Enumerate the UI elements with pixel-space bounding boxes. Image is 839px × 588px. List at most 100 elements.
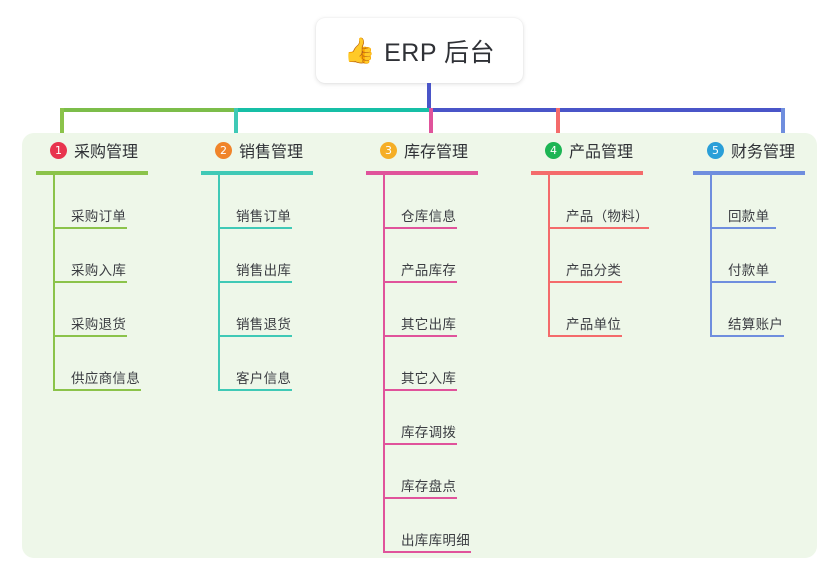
list-item[interactable]: 出库库明细 <box>383 499 516 553</box>
root-node[interactable]: 👍 ERP 后台 <box>316 18 523 83</box>
bus-drop-2 <box>234 108 238 138</box>
column-header-1[interactable]: 1 采购管理 <box>36 133 186 167</box>
list-item[interactable]: 销售订单 <box>218 175 351 229</box>
list-item-rule <box>548 227 649 229</box>
list-item[interactable]: 采购退货 <box>53 283 186 337</box>
list-item-label: 客户信息 <box>236 371 292 386</box>
list-item-rule <box>710 335 784 337</box>
thumbs-up-icon: 👍 <box>343 36 376 65</box>
bus-segment-1 <box>60 108 234 112</box>
column-spine <box>548 175 550 337</box>
list-item-label: 销售退货 <box>236 317 292 332</box>
branch-panel <box>22 133 817 558</box>
list-item-label: 其它出库 <box>401 317 457 332</box>
list-item[interactable]: 产品分类 <box>548 229 681 283</box>
list-item-rule <box>218 227 292 229</box>
list-item-rule <box>383 389 457 391</box>
list-item-rule <box>710 227 776 229</box>
list-item-rule <box>53 335 127 337</box>
list-item-rule <box>548 281 622 283</box>
list-item[interactable]: 其它出库 <box>383 283 516 337</box>
column-badge-icon: 4 <box>545 141 562 159</box>
list-item-label: 其它入库 <box>401 371 457 386</box>
list-item-label: 库存盘点 <box>401 479 457 494</box>
list-item-label: 销售出库 <box>236 263 292 278</box>
list-item-label: 结算账户 <box>728 317 784 332</box>
list-item-rule <box>53 281 127 283</box>
branch-column-2: 2 销售管理销售订单销售出库销售退货客户信息 <box>201 133 351 391</box>
list-item-rule <box>383 335 457 337</box>
branch-column-3: 3 库存管理仓库信息产品库存其它出库其它入库库存调拨库存盘点出库库明细 <box>366 133 516 553</box>
column-title: 销售管理 <box>239 144 304 161</box>
bus-drop-3 <box>429 108 433 138</box>
list-item[interactable]: 结算账户 <box>710 283 821 337</box>
bus-segment-3 <box>429 108 781 112</box>
bus-segment-2 <box>234 108 429 112</box>
column-header-3[interactable]: 3 库存管理 <box>366 133 516 167</box>
list-item[interactable]: 产品单位 <box>548 283 681 337</box>
list-item-label: 产品单位 <box>566 317 622 332</box>
list-item-label: 产品分类 <box>566 263 622 278</box>
list-item[interactable]: 库存调拨 <box>383 391 516 445</box>
column-badge-icon: 5 <box>707 141 724 159</box>
column-item-list: 销售订单销售出库销售退货客户信息 <box>218 175 351 391</box>
list-item[interactable]: 供应商信息 <box>53 337 186 391</box>
list-item-label: 采购订单 <box>71 209 127 224</box>
list-item-label: 库存调拨 <box>401 425 457 440</box>
list-item[interactable]: 其它入库 <box>383 337 516 391</box>
list-item[interactable]: 产品库存 <box>383 229 516 283</box>
list-item[interactable]: 采购入库 <box>53 229 186 283</box>
column-badge-icon: 1 <box>50 141 67 159</box>
list-item-label: 供应商信息 <box>71 371 140 386</box>
list-item-rule <box>218 389 292 391</box>
list-item[interactable]: 库存盘点 <box>383 445 516 499</box>
bus-drop-4 <box>556 108 560 138</box>
column-spine <box>53 175 55 391</box>
root-node-title: ERP 后台 <box>384 38 496 67</box>
list-item[interactable]: 回款单 <box>710 175 821 229</box>
list-item[interactable]: 采购订单 <box>53 175 186 229</box>
branch-column-5: 5 财务管理回款单付款单结算账户 <box>693 133 821 337</box>
branch-column-4: 4 产品管理产品（物料） 产品分类产品单位 <box>531 133 681 337</box>
column-item-list: 产品（物料） 产品分类产品单位 <box>548 175 681 337</box>
column-header-rule <box>366 171 478 175</box>
list-item-rule <box>383 281 457 283</box>
column-header-4[interactable]: 4 产品管理 <box>531 133 681 167</box>
column-badge-icon: 2 <box>215 141 232 159</box>
list-item-rule <box>548 335 622 337</box>
list-item-rule <box>218 281 292 283</box>
column-item-list: 回款单付款单结算账户 <box>710 175 821 337</box>
bus-drop-5 <box>781 108 785 138</box>
list-item-rule <box>383 551 471 553</box>
column-header-5[interactable]: 5 财务管理 <box>693 133 821 167</box>
list-item-rule <box>383 227 457 229</box>
column-title: 库存管理 <box>404 144 469 161</box>
list-item-rule <box>383 443 457 445</box>
list-item[interactable]: 客户信息 <box>218 337 351 391</box>
column-title: 财务管理 <box>731 144 796 161</box>
list-item-rule <box>218 335 292 337</box>
column-header-rule <box>531 171 643 175</box>
bus-drop-1 <box>60 108 64 138</box>
list-item[interactable]: 仓库信息 <box>383 175 516 229</box>
column-spine <box>218 175 220 391</box>
column-item-list: 仓库信息产品库存其它出库其它入库库存调拨库存盘点出库库明细 <box>383 175 516 553</box>
list-item[interactable]: 销售出库 <box>218 229 351 283</box>
column-spine <box>710 175 712 337</box>
list-item[interactable]: 销售退货 <box>218 283 351 337</box>
list-item-label: 付款单 <box>728 263 770 278</box>
list-item-label: 产品（物料） <box>566 209 649 224</box>
column-spine <box>383 175 385 553</box>
list-item-rule <box>53 227 127 229</box>
column-title: 产品管理 <box>569 144 634 161</box>
column-header-2[interactable]: 2 销售管理 <box>201 133 351 167</box>
column-badge-icon: 3 <box>380 141 397 159</box>
column-header-rule <box>36 171 148 175</box>
list-item-label: 采购入库 <box>71 263 127 278</box>
list-item-label: 产品库存 <box>401 263 457 278</box>
list-item[interactable]: 产品（物料） <box>548 175 681 229</box>
list-item[interactable]: 付款单 <box>710 229 821 283</box>
column-title: 采购管理 <box>74 144 139 161</box>
branch-column-1: 1 采购管理采购订单采购入库采购退货供应商信息 <box>36 133 186 391</box>
